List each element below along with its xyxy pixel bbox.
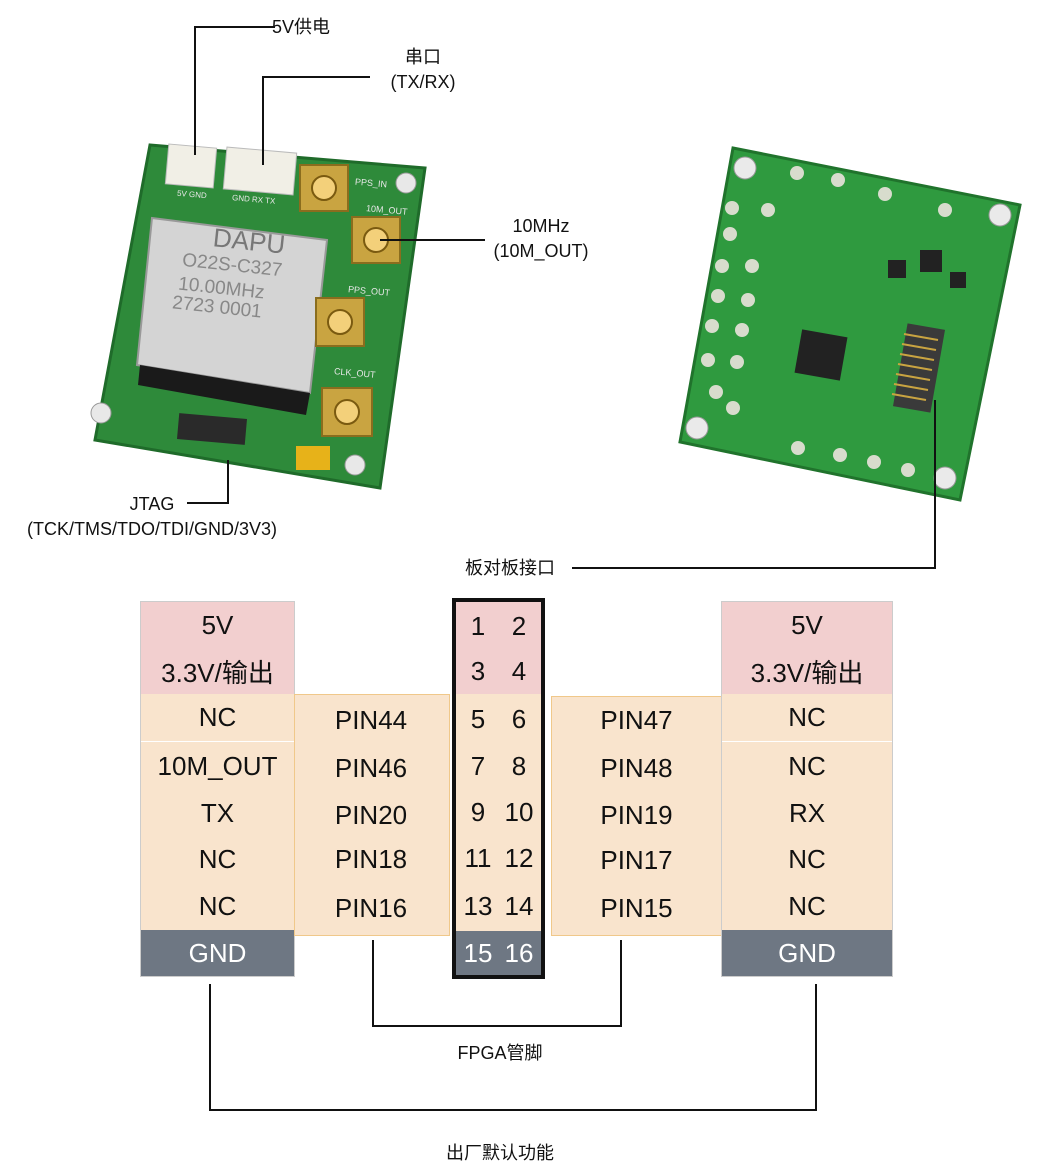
- pin-number: 4: [511, 655, 527, 686]
- left-function-cell: NC: [141, 882, 294, 930]
- clock-callout-label: 10MHz: [512, 216, 570, 236]
- connector-ground-row: [456, 931, 541, 975]
- left-function-cell: GND: [141, 930, 294, 976]
- pin-number: 5: [470, 703, 486, 734]
- fpga-bracket-label: FPGA管脚: [457, 1043, 543, 1063]
- left-function-cell: 3.3V/输出: [141, 648, 294, 694]
- connector-power-rows: [456, 602, 541, 694]
- right-fpga-pin: PIN17: [600, 844, 673, 875]
- pin-number: 2: [511, 610, 527, 641]
- right-function-cell: NC: [722, 694, 892, 742]
- serial-callout-label: 串口: [405, 47, 441, 67]
- pin-number: 8: [511, 750, 527, 781]
- left-fpga-pin: PIN20: [334, 799, 408, 830]
- right-fpga-pin: PIN48: [600, 752, 673, 783]
- left-function-cell: TX: [141, 790, 294, 836]
- left-function-cell: 10M_OUT: [141, 742, 294, 790]
- right-function-cell: NC: [722, 742, 892, 790]
- right-function-column: [721, 601, 893, 977]
- b2b-callout-label: 板对板接口: [465, 558, 555, 578]
- left-function-cell: NC: [141, 836, 294, 882]
- serial-callout-sublabel: (TX/RX): [390, 72, 456, 92]
- right-fpga-pin: PIN19: [600, 799, 673, 830]
- pin-number: 11: [464, 842, 492, 873]
- pin-number: 1: [470, 610, 486, 641]
- left-function-cell: 5V: [141, 602, 294, 648]
- pin-number: 15: [463, 937, 493, 968]
- pin-number: 6: [511, 703, 527, 734]
- right-function-cell: GND: [722, 930, 892, 976]
- b2b-connector-block: [452, 598, 545, 979]
- right-function-cell: 3.3V/输出: [722, 648, 892, 694]
- right-fpga-pin: PIN47: [600, 704, 673, 735]
- left-function-cell: NC: [141, 694, 294, 742]
- pin-number: 13: [463, 890, 493, 921]
- left-fpga-pin: PIN44: [334, 704, 408, 735]
- left-fpga-pin: PIN46: [334, 752, 408, 783]
- pin-number: 7: [470, 750, 486, 781]
- power-callout-label: 5V供电: [272, 17, 331, 37]
- pin-number: 10: [504, 796, 534, 827]
- connector-signal-rows: [456, 694, 541, 931]
- right-function-cell: 5V: [722, 602, 892, 648]
- jtag-callout-label: JTAG: [129, 494, 175, 514]
- right-function-cell: NC: [722, 836, 892, 882]
- right-function-cell: RX: [722, 790, 892, 836]
- left-fpga-pin: PIN18: [334, 843, 408, 874]
- clock-callout-sublabel: (10M_OUT): [493, 241, 589, 261]
- left-fpga-pin: PIN16: [334, 892, 408, 923]
- right-function-cell: NC: [722, 882, 892, 930]
- pin-number: 3: [470, 655, 486, 686]
- pin-number: 9: [470, 796, 486, 827]
- default-bracket-label: 出厂默认功能: [446, 1143, 554, 1163]
- pin-number: 12: [504, 842, 534, 873]
- right-fpga-pin: PIN15: [600, 892, 673, 923]
- jtag-callout-sublabel: (TCK/TMS/TDO/TDI/GND/3V3): [26, 519, 277, 539]
- pin-number: 14: [504, 890, 534, 921]
- pin-number: 16: [504, 937, 534, 968]
- left-fpga-column: [294, 694, 450, 936]
